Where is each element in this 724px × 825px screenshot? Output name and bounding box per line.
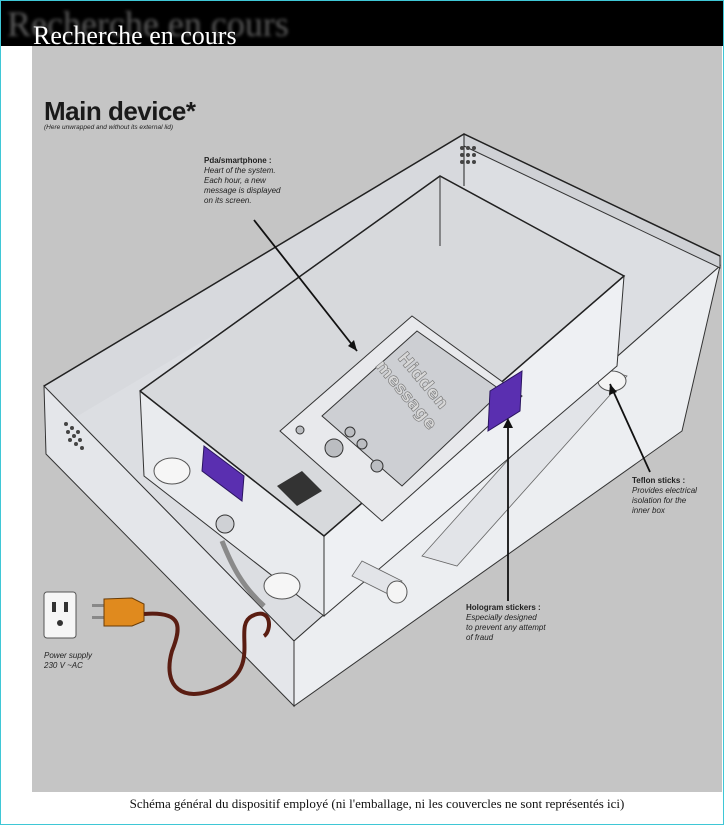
wall-outlet [43,591,77,639]
power-callout-line: Power supply [44,651,93,660]
pda-callout-heading: Pda/smartphone : [204,156,272,165]
hologram-callout-line: of fraud [466,633,494,642]
power-cable [143,611,271,696]
teflon-stick-left [153,457,191,485]
outer-box-back-wall [44,134,464,436]
hologram-callout-heading: Hologram stickers : [466,603,541,612]
inner-box-rim [139,175,626,537]
hologram-callout-line: to prevent any attempt [466,623,546,632]
hologram-callout: Hologram stickers : Especially designed … [466,603,546,643]
pda-arrow [253,219,358,352]
left-margin [1,46,32,806]
power-plug [103,597,145,627]
teflon-callout-line: isolation for the [632,496,687,505]
pda-connector [277,471,322,506]
teflon-callout-line: Provides electrical [632,486,697,495]
pda-button-4 [370,459,384,473]
pda-button-2 [344,426,356,438]
pda-button-5 [295,425,305,435]
power-callout-line: 230 V ~AC [44,661,83,670]
diagram-title: Main device* [44,96,196,126]
power-callout: Power supply 230 V ~AC [44,651,92,671]
page-header: Recherche en cours Recherche en cours [1,1,723,46]
diagram-subtitle: (Here unwrapped and without its external… [44,124,173,131]
pda-button-3 [356,438,368,450]
figure-caption: Schéma général du dispositif employé (ni… [129,796,625,811]
pda-callout-line: message is displayed [204,186,281,195]
teflon-arrow [609,383,651,473]
teflon-callout-heading: Teflon sticks : [632,476,686,485]
device-illustration [43,133,721,708]
pda-button-1 [324,438,344,458]
header-title-shadow: Recherche en cours [7,4,289,44]
vent-holes-left [64,422,84,450]
page-title: Recherche en cours [33,21,237,46]
pda-callout-line: on its screen. [204,196,252,205]
device-diagram: Main device* (Here unwrapped and without… [32,46,722,792]
teflon-stick-front [263,572,301,600]
internal-cable [219,540,266,608]
hologram-sticker-left [201,445,245,502]
inner-box-port [215,514,235,534]
teflon-callout-line: inner box [632,506,665,515]
vent-holes-back [460,146,476,164]
hologram-callout-line: Especially designed [466,613,537,622]
teflon-callout: Teflon sticks : Provides electrical isol… [632,476,697,516]
pda-callout-line: Heart of the system. [204,166,276,175]
pda-callout-line: Each hour, a new [204,176,266,185]
pda-callout: Pda/smartphone : Heart of the system. Ea… [204,156,280,206]
hologram-sticker-right [487,370,523,432]
